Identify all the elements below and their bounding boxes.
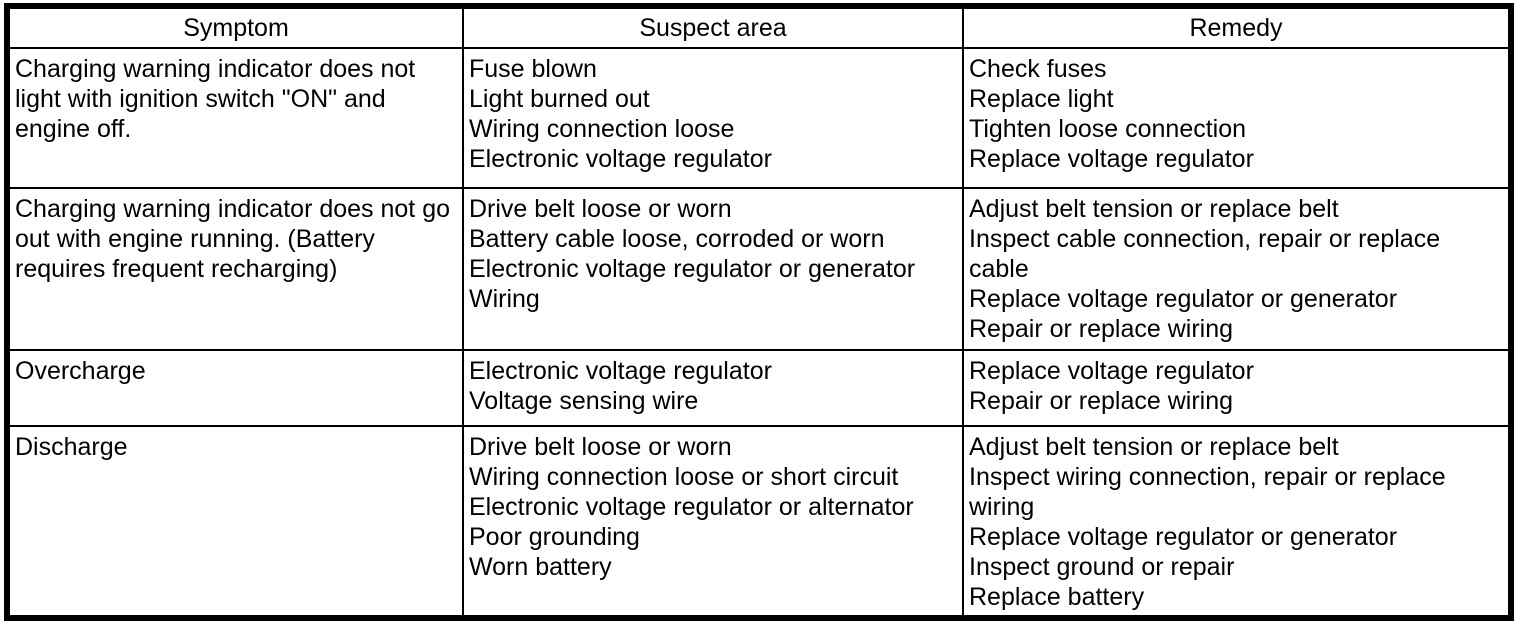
suspect-area-cell: Electronic voltage regulator Voltage sen… <box>462 349 964 427</box>
remedy-cell: Adjust belt tension or replace belt Insp… <box>962 187 1512 351</box>
table-row: Overcharge Electronic voltage regulator … <box>6 349 1512 427</box>
column-header-symptom: Symptom <box>6 5 464 49</box>
symptom-cell: Charging warning indicator does not go o… <box>6 187 464 351</box>
header-row: Symptom Suspect area Remedy <box>6 5 1512 49</box>
remedy-cell: Adjust belt tension or replace belt Insp… <box>962 425 1512 619</box>
symptom-cell: Overcharge <box>6 349 464 427</box>
suspect-area-cell: Fuse blown Light burned out Wiring conne… <box>462 47 964 189</box>
table-row: Discharge Drive belt loose or worn Wirin… <box>6 425 1512 619</box>
suspect-area-cell: Drive belt loose or worn Wiring connecti… <box>462 425 964 619</box>
table-row: Charging warning indicator does not ligh… <box>6 47 1512 189</box>
symptom-cell: Discharge <box>6 425 464 619</box>
column-header-suspect-area: Suspect area <box>462 5 964 49</box>
remedy-cell: Replace voltage regulator Repair or repl… <box>962 349 1512 427</box>
remedy-cell: Check fuses Replace light Tighten loose … <box>962 47 1512 189</box>
column-header-remedy: Remedy <box>962 5 1512 49</box>
symptom-cell: Charging warning indicator does not ligh… <box>6 47 464 189</box>
table-row: Charging warning indicator does not go o… <box>6 187 1512 351</box>
suspect-area-cell: Drive belt loose or worn Battery cable l… <box>462 187 964 351</box>
troubleshooting-table: Symptom Suspect area Remedy Charging war… <box>4 3 1514 621</box>
